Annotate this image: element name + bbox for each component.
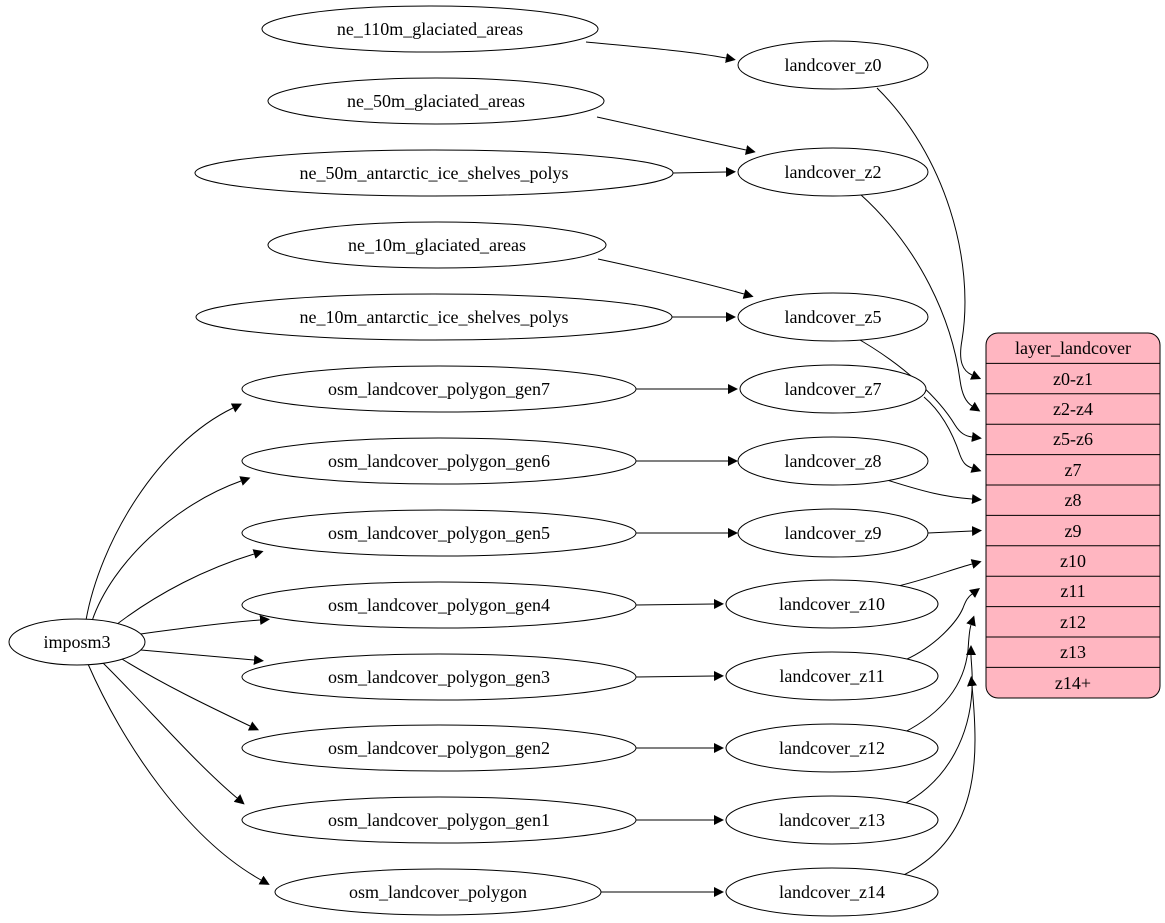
edge-ne50m-antarctic-to-z2 (672, 167, 736, 177)
node-label: ne_10m_antarctic_ice_shelves_polys (300, 307, 569, 327)
record-row-z9: z9 (1065, 521, 1082, 541)
node-osm-landcover-polygon-gen2: osm_landcover_polygon_gen2 (241, 724, 637, 772)
node-landcover-z2: landcover_z2 (737, 147, 929, 197)
edge-imposm3-to-gen2 (116, 655, 260, 731)
node-landcover-z5: landcover_z5 (737, 292, 929, 342)
node-label: ne_50m_glaciated_areas (347, 91, 525, 111)
node-label: landcover_z10 (779, 594, 885, 614)
node-label: landcover_z13 (779, 810, 885, 830)
node-landcover-z8: landcover_z8 (737, 436, 929, 486)
node-label: landcover_z5 (785, 307, 882, 327)
record-row-z10: z10 (1060, 551, 1086, 571)
node-ne-10m-antarctic-ice-shelves-polys: ne_10m_antarctic_ice_shelves_polys (195, 293, 673, 341)
node-imposm3: imposm3 (8, 618, 146, 666)
node-landcover-z10: landcover_z10 (725, 579, 939, 629)
node-label: osm_landcover_polygon_gen5 (328, 523, 550, 543)
node-ne-50m-antarctic-ice-shelves-polys: ne_50m_antarctic_ice_shelves_polys (194, 149, 674, 197)
node-label: ne_110m_glaciated_areas (337, 19, 523, 39)
node-osm-landcover-polygon-gen3: osm_landcover_polygon_gen3 (241, 653, 637, 701)
node-label: landcover_z2 (785, 162, 882, 182)
edge-z2-to-row-z2-z4 (859, 193, 981, 412)
node-osm-landcover-polygon-gen7: osm_landcover_polygon_gen7 (241, 365, 637, 413)
record-row-z2-z4: z2-z4 (1053, 399, 1093, 419)
node-label: imposm3 (43, 632, 110, 652)
edge-gen4-to-z10 (635, 599, 724, 609)
node-label: landcover_z7 (785, 379, 882, 399)
node-label: osm_landcover_polygon (349, 882, 527, 902)
edge-ne110m-to-z0 (585, 41, 736, 63)
node-label: landcover_z14 (779, 882, 885, 902)
record-row-z12: z12 (1060, 612, 1086, 632)
edge-ne10m-glaciated-to-z5 (597, 258, 754, 299)
node-osm-landcover-polygon: osm_landcover_polygon (274, 868, 602, 916)
edge-z5-to-row-z5-z6 (852, 335, 982, 442)
node-osm-landcover-polygon-gen5: osm_landcover_polygon_gen5 (241, 509, 637, 557)
node-label: osm_landcover_polygon_gen2 (328, 738, 550, 758)
node-label: osm_landcover_polygon_gen6 (328, 451, 550, 471)
edge-z13-to-row-z13 (899, 645, 976, 807)
record-row-z14plus: z14+ (1055, 673, 1091, 693)
edge-imposm3-to-gen5 (111, 549, 264, 629)
node-osm-landcover-polygon-gen4: osm_landcover_polygon_gen4 (241, 581, 637, 629)
edge-imposm3-to-gen7 (85, 403, 243, 621)
nodes: imposm3 ne_110m_glaciated_areas ne_50m_g… (8, 5, 939, 917)
node-label: landcover_z9 (785, 523, 882, 543)
edge-z9-to-row-z9 (927, 526, 982, 536)
node-label: osm_landcover_polygon_gen4 (328, 595, 550, 615)
record-row-z13: z13 (1060, 642, 1086, 662)
edge-gen3-to-z11 (635, 671, 724, 681)
node-label: osm_landcover_polygon_gen7 (328, 379, 550, 399)
edges (85, 41, 982, 897)
node-label: ne_10m_glaciated_areas (348, 235, 526, 255)
node-ne-10m-glaciated-areas: ne_10m_glaciated_areas (267, 221, 607, 269)
edge-z14-to-row-z14plus (894, 676, 977, 880)
node-osm-landcover-polygon-gen6: osm_landcover_polygon_gen6 (241, 437, 637, 485)
edge-imposm3-to-gen1 (99, 659, 245, 805)
node-landcover-z12: landcover_z12 (725, 723, 939, 773)
edge-z8-to-row-z8 (886, 479, 982, 504)
edge-imposm3-to-polygon (87, 663, 270, 885)
record-row-z5-z6: z5-z6 (1053, 429, 1093, 449)
node-osm-landcover-polygon-gen1: osm_landcover_polygon_gen1 (241, 796, 637, 844)
node-landcover-z13: landcover_z13 (725, 795, 939, 845)
node-ne-110m-glaciated-areas: ne_110m_glaciated_areas (261, 5, 599, 53)
edge-z10-to-row-z10 (889, 559, 982, 589)
record-title: layer_landcover (1015, 338, 1131, 358)
node-landcover-z11: landcover_z11 (725, 651, 939, 701)
record-layer-landcover: layer_landcover z0-z1 z2-z4 z5-z6 z7 z8 … (985, 332, 1161, 699)
edge-z7-to-row-z7 (923, 396, 982, 473)
edge-ne50m-glaciated-to-z2 (596, 116, 756, 155)
node-landcover-z7: landcover_z7 (739, 364, 927, 414)
edge-z11-to-row-z11 (904, 587, 980, 661)
record-row-z0-z1: z0-z1 (1053, 369, 1093, 389)
node-label: landcover_z11 (779, 666, 884, 686)
node-landcover-z9: landcover_z9 (737, 508, 929, 558)
edge-z0-to-row-z0-z1 (876, 87, 982, 380)
node-ne-50m-glaciated-areas: ne_50m_glaciated_areas (267, 77, 605, 125)
edge-imposm3-to-gen3 (140, 649, 264, 665)
node-landcover-z14: landcover_z14 (725, 867, 939, 917)
node-label: landcover_z8 (785, 451, 882, 471)
edge-imposm3-to-gen4 (139, 615, 270, 635)
node-label: ne_50m_antarctic_ice_shelves_polys (300, 163, 569, 183)
record-row-z8: z8 (1065, 490, 1082, 510)
node-label: landcover_z12 (779, 738, 885, 758)
node-label: osm_landcover_polygon_gen3 (328, 667, 550, 687)
node-landcover-z0: landcover_z0 (737, 40, 929, 90)
node-label: landcover_z0 (785, 55, 882, 75)
node-label: osm_landcover_polygon_gen1 (328, 810, 550, 830)
edge-imposm3-to-gen6 (91, 476, 251, 622)
record-row-z7: z7 (1065, 460, 1082, 480)
record-row-z11: z11 (1060, 581, 1085, 601)
